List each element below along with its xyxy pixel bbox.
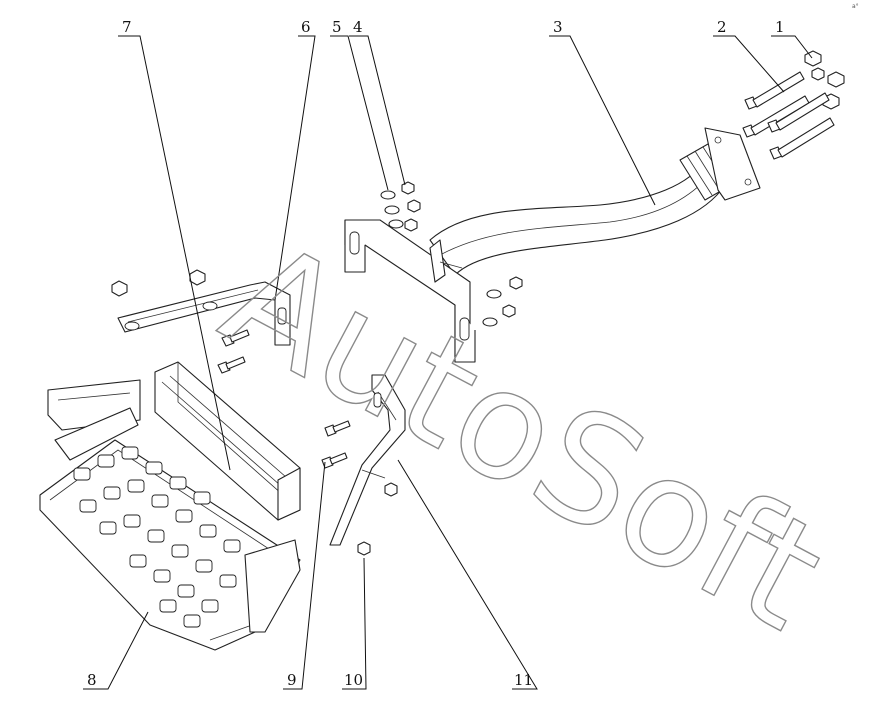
center-bracket	[344, 219, 476, 363]
exhaust-pipe	[429, 127, 761, 276]
step-plate	[39, 379, 301, 651]
nuts-set-4	[401, 181, 421, 232]
callout-10: 10	[344, 671, 363, 689]
callout-1: 1	[775, 18, 785, 36]
callout-5: 5	[332, 18, 342, 36]
callout-9: 9	[287, 671, 297, 689]
bolts-set-9	[321, 420, 351, 469]
callout-11: 11	[514, 671, 533, 689]
step-plate-slots	[73, 446, 241, 628]
channel-rail	[154, 361, 301, 521]
callout-7: 7	[122, 18, 132, 36]
callout-4: 4	[353, 18, 363, 36]
corner-mark: a°	[852, 3, 859, 10]
watermark: AutoSoft	[198, 208, 849, 664]
vertical-bracket	[329, 374, 406, 546]
callout-labels: 1 2 3 4 5 6 7 8 9 10 11	[87, 18, 785, 689]
callout-8: 8	[87, 671, 97, 689]
support-bracket	[111, 269, 291, 346]
callout-2: 2	[717, 18, 727, 36]
bolts-near-bracket	[217, 329, 250, 374]
callout-6: 6	[301, 18, 311, 36]
leader-lines	[83, 35, 813, 690]
bolts-set-2	[742, 71, 835, 160]
washers-set-5	[380, 190, 404, 229]
nuts-set-10	[357, 482, 398, 556]
callout-3: 3	[553, 18, 563, 36]
bracket-nuts-right	[482, 276, 523, 327]
